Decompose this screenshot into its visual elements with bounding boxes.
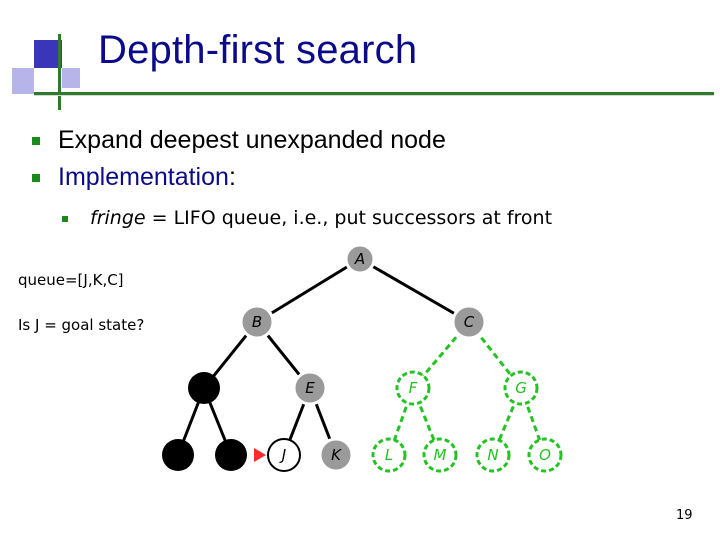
tree-node-d [188, 372, 220, 404]
tree-edge-a-b [256, 257, 361, 324]
tree-node-f: F [395, 370, 431, 406]
tree-node-circle [451, 304, 487, 340]
tree-node-label: E [305, 379, 315, 397]
bullet-implementation: Implementation: [32, 163, 236, 192]
tree-node-b: B [239, 304, 275, 340]
bullet-text: Expand deepest unexpanded node [58, 126, 446, 154]
decor-line-horizontal [34, 92, 714, 95]
sub-bullet-marker [62, 216, 68, 222]
tree-node-label: A [354, 250, 365, 268]
tree-node-label: M [434, 446, 447, 464]
tree-node-label: L [385, 446, 393, 464]
tree-node-label: O [539, 446, 551, 464]
sub-bullet-fringe: fringe = LIFO queue, i.e., put successor… [62, 207, 553, 229]
bullet-text: Implementation [58, 163, 229, 191]
tree-node-n: N [475, 437, 511, 473]
tree-node-circle [215, 439, 247, 471]
tree-node-m: M [422, 437, 458, 473]
tree-node-e: E [292, 370, 328, 406]
tree-node-k: K [318, 437, 354, 473]
tree-node-circle [239, 304, 275, 340]
tree-node-circle [292, 370, 328, 406]
decor-line-horizontal-shadow [34, 95, 714, 96]
goal-question: Is J = goal state? [18, 316, 145, 334]
tree-node-label: C [464, 313, 475, 331]
tree-node-o: O [527, 437, 563, 473]
fringe-term: fringe [90, 207, 146, 229]
decor-square-blue [34, 40, 62, 68]
slide-title: Depth-first search [98, 28, 418, 72]
tree-node-label: F [409, 379, 418, 397]
current-node-marker-icon [254, 448, 266, 462]
tree-node-label: G [515, 379, 527, 397]
decor-square-lavender-small [62, 68, 80, 88]
tree-node-label: N [487, 446, 498, 464]
decor-line-vertical [58, 34, 61, 110]
bullet-marker [32, 137, 40, 145]
queue-note: queue=[J,K,C] [18, 271, 124, 289]
sub-bullet-text: = LIFO queue, i.e., put successors at fr… [145, 207, 553, 229]
tree-edge-a-c [359, 257, 470, 324]
slide-number: 19 [676, 508, 693, 523]
decor-square-lavender [12, 68, 34, 94]
bullet-text-colon: : [228, 163, 236, 191]
tree-node-circle [475, 437, 511, 473]
tree-node-label: B [252, 313, 262, 331]
tree-node-label: K [331, 446, 342, 464]
tree-node-i [215, 439, 247, 471]
tree-node-circle [527, 437, 563, 473]
tree-node-j: J [254, 438, 301, 472]
tree-node-a: A [344, 243, 376, 275]
bullet-marker [32, 174, 40, 182]
tree-node-h [162, 439, 194, 471]
tree-node-l: L [371, 437, 407, 473]
tree-node-circle [422, 437, 458, 473]
tree-node-circle [318, 437, 354, 473]
tree-node-g: G [503, 370, 539, 406]
tree-node-circle [344, 243, 376, 275]
tree-node-circle [188, 372, 220, 404]
bullet-expand: Expand deepest unexpanded node [32, 126, 446, 155]
tree-node-circle [503, 370, 539, 406]
tree-node-circle [267, 438, 301, 472]
tree-node-circle [395, 370, 431, 406]
tree-node-circle [371, 437, 407, 473]
tree-node-c: C [451, 304, 487, 340]
tree-node-label: J [279, 446, 286, 464]
tree-node-circle [162, 439, 194, 471]
